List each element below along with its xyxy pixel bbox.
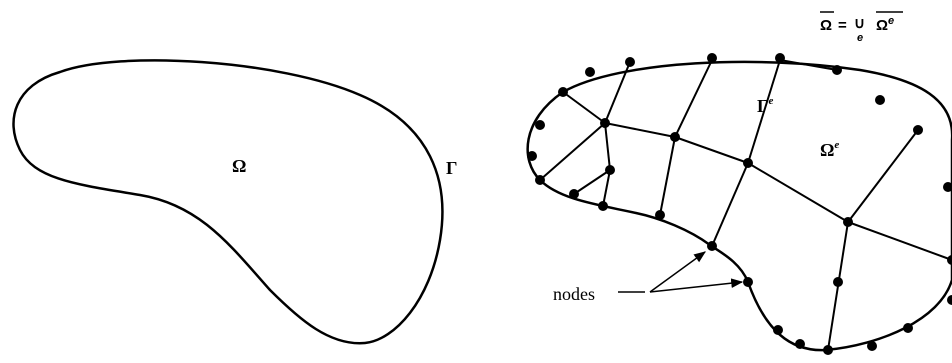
mesh-node (947, 295, 952, 305)
mesh-node (833, 277, 843, 287)
mesh-node (600, 118, 610, 128)
mesh-edge (779, 59, 838, 71)
mesh-edge (847, 129, 919, 223)
mesh-edge (602, 169, 611, 207)
element-domain-label: Ωe (820, 139, 839, 160)
domain-omega-label: Ω (232, 156, 246, 176)
mesh-node (743, 158, 753, 168)
mesh-node (569, 189, 579, 199)
mesh-node (867, 341, 877, 351)
mesh-edge (562, 91, 606, 124)
mesh-nodes (527, 53, 952, 355)
mesh-edge (674, 59, 713, 138)
mesh-edge (604, 122, 676, 138)
nodes-arrow-lower (649, 278, 744, 293)
mesh-node (795, 339, 805, 349)
mesh-edge (573, 169, 611, 195)
element-boundary-label: Γe (757, 95, 773, 116)
mesh-node (605, 165, 615, 175)
mesh-node (823, 345, 833, 355)
mesh-node (598, 201, 608, 211)
mesh-element-edges (539, 59, 952, 351)
formula-lhs: Ω (820, 17, 832, 34)
mesh-node (943, 182, 952, 192)
mesh-node (832, 65, 842, 75)
mesh-node (707, 241, 717, 251)
domain-boundary-curve (12, 59, 444, 345)
mesh-node (707, 53, 717, 63)
mesh-node (903, 323, 913, 333)
mesh-edge (747, 162, 849, 223)
boundary-gamma-label: Γ (446, 158, 457, 178)
mesh-edge (711, 162, 749, 247)
mesh-node (535, 120, 545, 130)
formula-equals: = (838, 17, 847, 34)
mesh-node (558, 87, 568, 97)
mesh-node (775, 53, 785, 63)
mesh-node (625, 57, 635, 67)
mesh-node (670, 132, 680, 142)
mesh-node (773, 325, 783, 335)
mesh-node (585, 67, 595, 77)
mesh-edge (539, 122, 606, 181)
continuous-domain: Ω Γ (12, 59, 457, 345)
mesh-node (843, 217, 853, 227)
mesh-node (947, 255, 952, 265)
mesh-outer-boundary (526, 60, 952, 352)
formula-rhs: Ωe (876, 15, 894, 34)
mesh-edge (747, 59, 781, 164)
mesh-node (913, 125, 923, 135)
mesh-node (527, 151, 537, 161)
mesh-node (875, 95, 885, 105)
nodes-label: nodes (553, 284, 595, 304)
mesh-node (535, 175, 545, 185)
nodes-arrow-upper (649, 251, 706, 293)
discretized-mesh: Γe Ωe nodes (526, 53, 952, 355)
mesh-node (655, 210, 665, 220)
formula-union: ∪ (854, 15, 865, 32)
mesh-edge (604, 61, 631, 124)
mesh-node (743, 277, 753, 287)
mesh-edge (847, 221, 952, 261)
mesh-edge (659, 136, 676, 216)
union-formula: Ω = ∪ e Ωe (820, 11, 903, 44)
mesh-edge (604, 122, 611, 171)
formula-union-subscript: e (857, 32, 863, 44)
mesh-edge (674, 136, 749, 164)
